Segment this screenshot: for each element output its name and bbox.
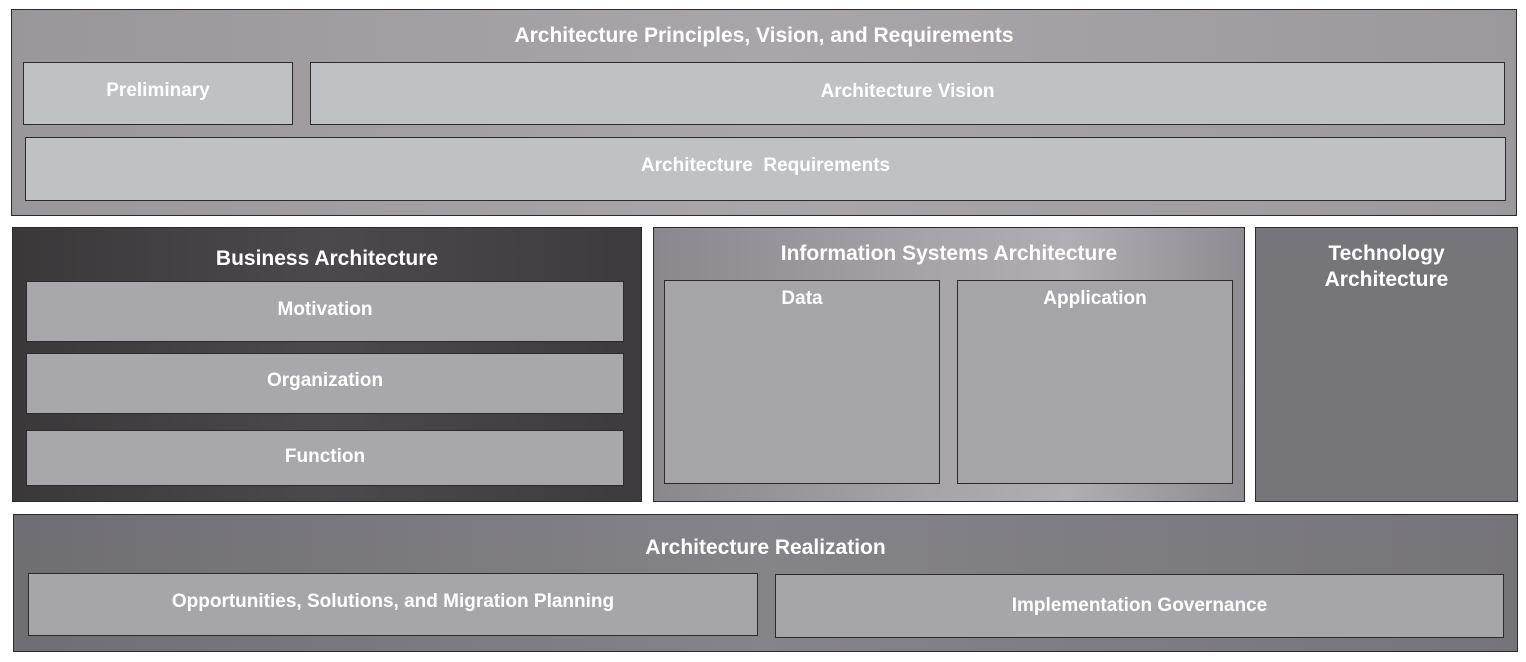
application-label: Application bbox=[1043, 288, 1147, 309]
motivation-box: Motivation bbox=[26, 281, 624, 342]
preliminary-box: Preliminary bbox=[23, 62, 293, 125]
business-architecture-title: Business Architecture bbox=[215, 247, 439, 270]
technology-architecture-title: Technology Architecture bbox=[1324, 242, 1449, 291]
organization-box: Organization bbox=[26, 353, 624, 414]
function-label: Function bbox=[284, 446, 366, 467]
data-box: Data bbox=[664, 280, 940, 484]
opportunities-solutions-migration-planning-label: Opportunities, Solutions, and Migration … bbox=[171, 590, 615, 612]
opportunities-solutions-migration-planning-box: Opportunities, Solutions, and Migration … bbox=[28, 573, 758, 636]
function-box: Function bbox=[26, 430, 624, 486]
organization-label: Organization bbox=[266, 369, 384, 391]
motivation-label: Motivation bbox=[277, 298, 373, 320]
implementation-governance-box: Implementation Governance bbox=[775, 574, 1504, 638]
application-box: Application bbox=[957, 280, 1233, 484]
technology-architecture-section: Technology Architecture bbox=[1255, 227, 1518, 502]
architecture-requirements-box: Architecture Requirements bbox=[25, 137, 1506, 201]
architecture-realization-title: Architecture Realization bbox=[645, 536, 886, 559]
information-systems-architecture-title: Information Systems Architecture bbox=[780, 242, 1118, 265]
data-label: Data bbox=[781, 288, 823, 309]
architecture-vision-label: Architecture Vision bbox=[820, 80, 995, 102]
architecture-requirements-label: Architecture Requirements bbox=[640, 155, 891, 176]
architecture-vision-box: Architecture Vision bbox=[310, 62, 1505, 125]
implementation-governance-label: Implementation Governance bbox=[1011, 595, 1268, 616]
preliminary-label: Preliminary bbox=[106, 79, 210, 101]
architecture-principles-title: Architecture Principles, Vision, and Req… bbox=[514, 24, 1014, 47]
